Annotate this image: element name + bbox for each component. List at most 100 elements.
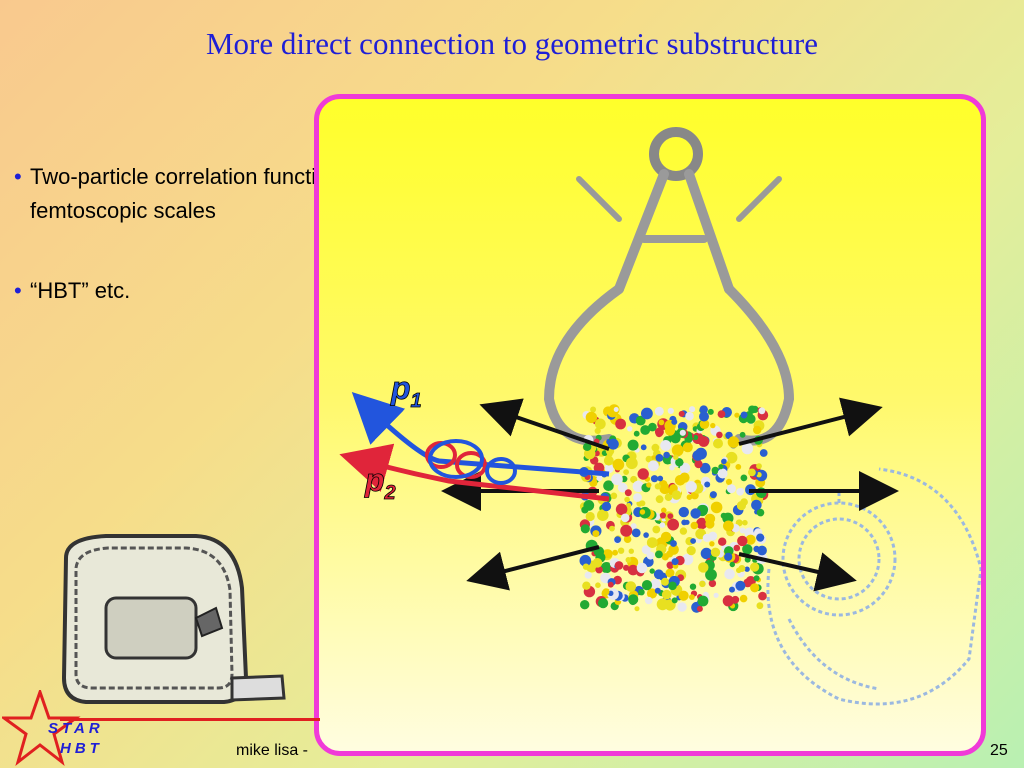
- particle-dot: [756, 602, 764, 610]
- particle-dot: [726, 484, 736, 494]
- particle-dot: [742, 519, 748, 526]
- particle-dot: [633, 493, 642, 502]
- particle-dot: [724, 568, 735, 580]
- particle-dot: [685, 481, 697, 493]
- particle-dot: [704, 513, 716, 524]
- particle-dot: [739, 527, 746, 534]
- particle-dot: [698, 562, 709, 573]
- particle-dot: [713, 592, 719, 598]
- particle-dot: [654, 587, 661, 594]
- particle-dot: [723, 520, 734, 532]
- particle-dot: [692, 450, 704, 461]
- particle-dot: [596, 475, 603, 482]
- particle-dot: [595, 566, 603, 574]
- particle-dot: [643, 532, 649, 538]
- particle-dot: [660, 531, 672, 543]
- particle-dot: [729, 586, 735, 593]
- particle-dot: [623, 564, 630, 571]
- particle-dot: [699, 411, 709, 422]
- particle-dot: [756, 463, 762, 469]
- particle-dot: [594, 418, 606, 430]
- particle-dot: [607, 438, 619, 450]
- particle-dot: [652, 525, 661, 534]
- particle-dot: [735, 580, 746, 591]
- particle-dot: [664, 493, 673, 502]
- particle-dot: [706, 569, 713, 576]
- particle-dot: [583, 442, 592, 451]
- particle-dot: [639, 500, 646, 507]
- particle-dot: [595, 582, 601, 588]
- particle-dot: [756, 533, 765, 542]
- particle-dot: [638, 589, 645, 596]
- particle-dot: [655, 495, 664, 504]
- particle-dot: [710, 501, 723, 514]
- particle-dot: [758, 407, 766, 415]
- particle-dot: [614, 536, 621, 543]
- bullet-icon: •: [14, 164, 22, 189]
- particle-dot: [739, 594, 748, 603]
- particle-dot: [753, 575, 760, 582]
- particle-dot: [667, 407, 674, 414]
- particle-dot: [661, 507, 667, 514]
- particle-dot: [654, 406, 664, 416]
- particle-dot: [743, 578, 753, 588]
- particle-dot: [736, 501, 746, 511]
- particle-dot: [667, 518, 679, 531]
- particle-dot: [740, 474, 748, 482]
- particle-dot: [625, 457, 638, 470]
- stopwatch-hand-image: [766, 467, 981, 706]
- particle-dot: [617, 547, 625, 554]
- particle-dot: [603, 480, 614, 492]
- particle-dot: [584, 571, 592, 579]
- particle-dot: [654, 483, 661, 490]
- particle-dot: [684, 519, 690, 525]
- calipers-image: [543, 127, 795, 446]
- particle-dot: [579, 554, 592, 567]
- particle-dot: [636, 562, 648, 574]
- particle-dot: [670, 433, 681, 444]
- particle-dot: [746, 414, 756, 424]
- particle-dot: [727, 436, 740, 448]
- particle-dot: [681, 553, 694, 566]
- particle-dot: [607, 581, 614, 588]
- particle-dot: [633, 430, 640, 437]
- particle-dot: [610, 492, 618, 500]
- particle-dot: [751, 499, 762, 511]
- particle-dot: [696, 605, 703, 612]
- particle-dot: [758, 591, 767, 601]
- particle-dot: [699, 405, 708, 414]
- emission-arrow: [738, 397, 883, 446]
- particle-dot: [660, 440, 672, 451]
- particle-dot: [741, 442, 754, 455]
- particle-dot: [725, 478, 733, 485]
- particle-dot: [682, 442, 693, 453]
- particle-dot: [644, 596, 653, 605]
- logo-text-star: STAR: [48, 720, 104, 737]
- particle-dot: [678, 590, 689, 601]
- particle-dot: [713, 438, 723, 449]
- particle-dot: [617, 482, 628, 493]
- particle-dot: [716, 431, 723, 439]
- hbt-illustration: p1 p2: [339, 127, 981, 706]
- particle-dot: [738, 565, 746, 572]
- particle-dot: [750, 562, 760, 572]
- particle-dot: [614, 561, 624, 570]
- particle-dot: [725, 451, 738, 464]
- particle-dot: [624, 496, 630, 503]
- particle-dot: [637, 468, 649, 480]
- particle-dot: [698, 436, 710, 447]
- particle-dot: [627, 426, 633, 432]
- particle-dot: [582, 581, 591, 590]
- particle-dot: [685, 411, 694, 421]
- particle-dot: [692, 434, 699, 441]
- particle-dot: [671, 444, 684, 457]
- particle-dot: [667, 513, 674, 519]
- particle-dot: [717, 410, 726, 418]
- particle-dot: [707, 408, 714, 415]
- particle-dot: [661, 577, 669, 586]
- particle-dot: [609, 525, 615, 532]
- particle-dot: [653, 569, 664, 580]
- particle-dot: [720, 512, 727, 519]
- particle-dot: [646, 537, 658, 548]
- emission-arrow: [738, 552, 857, 592]
